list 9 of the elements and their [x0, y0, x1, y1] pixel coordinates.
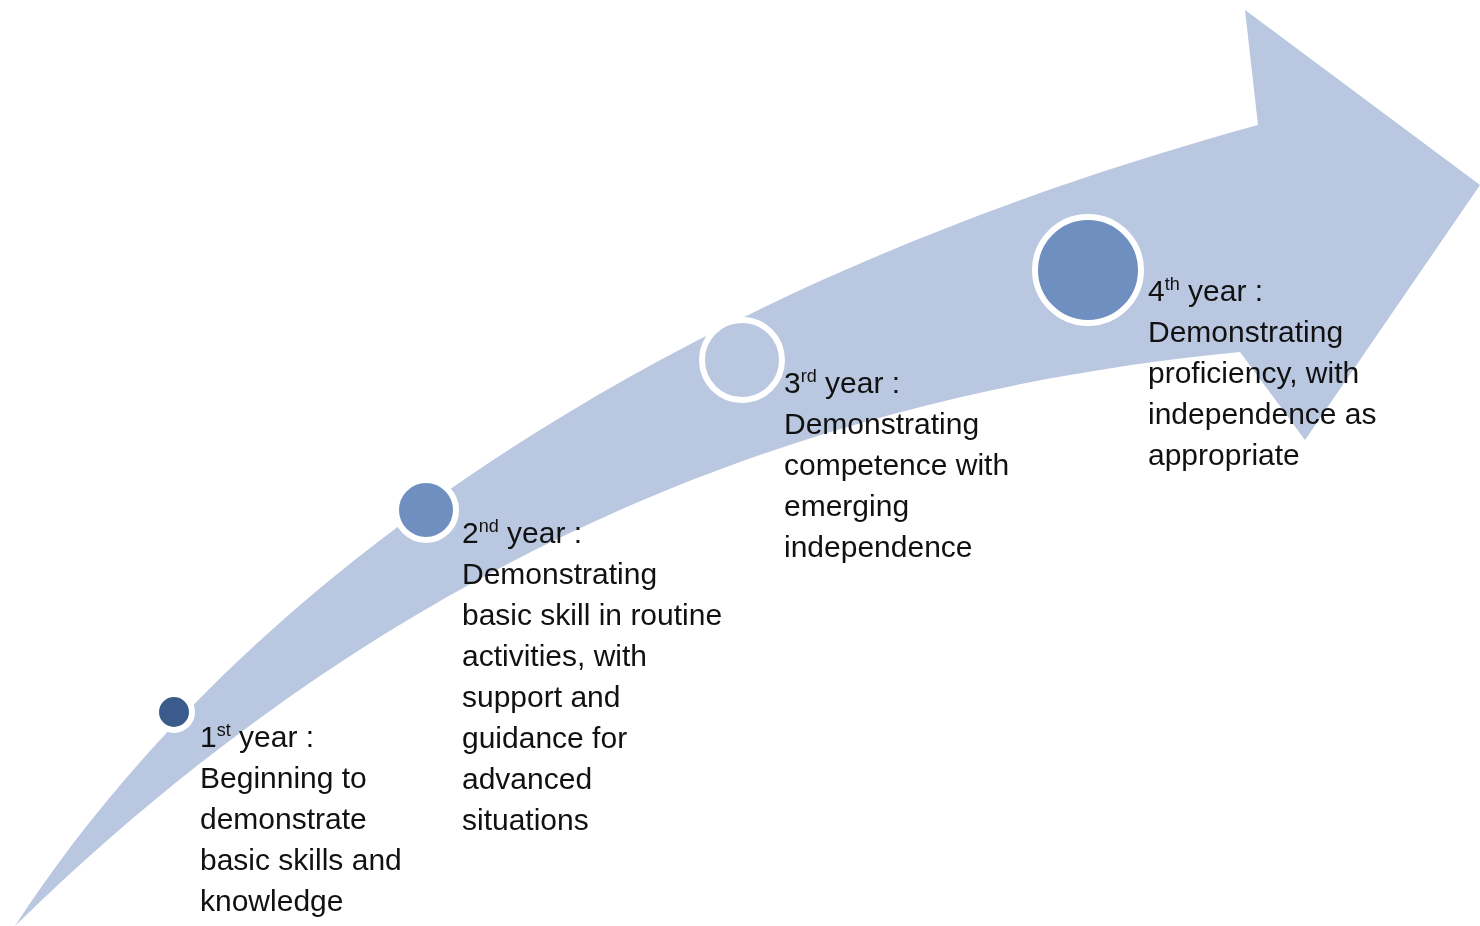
- year-heading: 3$^{rd}$ year :: [784, 365, 902, 401]
- step-circle: [1029, 211, 1147, 329]
- step-description: Demonstrating basic skill in routine activities, with support and guidance for advanced situations: [462, 556, 724, 838]
- year-heading: 1$^{st}$ year :: [200, 719, 316, 755]
- year-heading: 4$^{th}$ year :: [1148, 273, 1265, 309]
- step-description: Beginning to demonstrate basic skills and knowledge: [200, 760, 403, 919]
- step-description: Demonstrating proficiency, with independence as appropriate: [1148, 314, 1378, 473]
- step-description: Demonstrating competence with emerging independence: [784, 406, 1011, 565]
- year-heading: 2$^{nd}$ year :: [462, 515, 584, 551]
